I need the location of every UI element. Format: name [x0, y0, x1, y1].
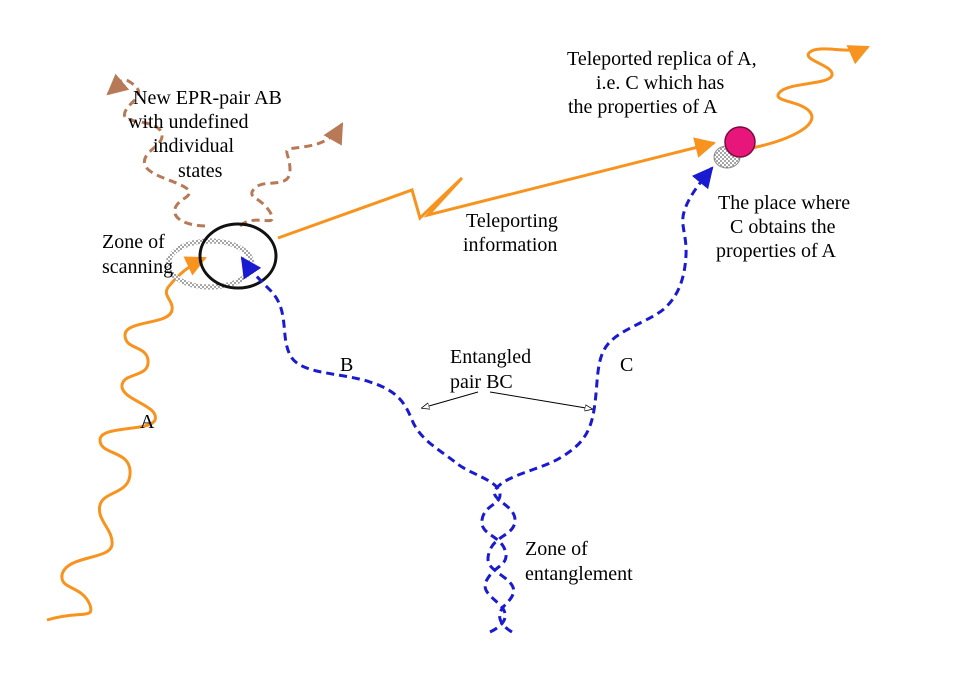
entangled-pointer-c	[489, 391, 592, 409]
scanning-zone-hatched	[165, 238, 255, 290]
scanning-zone-ring	[198, 222, 278, 290]
particle-b-path	[240, 256, 508, 634]
teleport-signal-line	[277, 137, 717, 240]
epr-ab-line-left	[106, 73, 206, 228]
entangled-pair-label: Entangled pair BC	[450, 346, 536, 393]
particle-c-path	[486, 166, 714, 634]
label-a: A	[140, 411, 155, 433]
particle-a-path	[46, 256, 207, 622]
new-epr-pair-label: New EPR-pair AB with undefined individua…	[128, 87, 287, 182]
replica-ball	[724, 126, 756, 158]
teleported-replica-label: Teleported replica of A, i.e. C which ha…	[567, 48, 762, 118]
label-b: B	[340, 354, 353, 376]
arrival-place-label: The place where C obtains the properties…	[716, 192, 855, 262]
replica-path	[751, 45, 870, 150]
label-c: C	[620, 354, 633, 376]
entangled-pointer-b	[422, 391, 479, 408]
zone-of-entanglement-label: Zone of entanglement	[525, 538, 633, 585]
teleporting-information-label: Teleporting information	[463, 210, 563, 256]
zone-of-scanning-label: Zone of scanning	[102, 231, 173, 278]
epr-ab-line-right	[238, 122, 344, 228]
